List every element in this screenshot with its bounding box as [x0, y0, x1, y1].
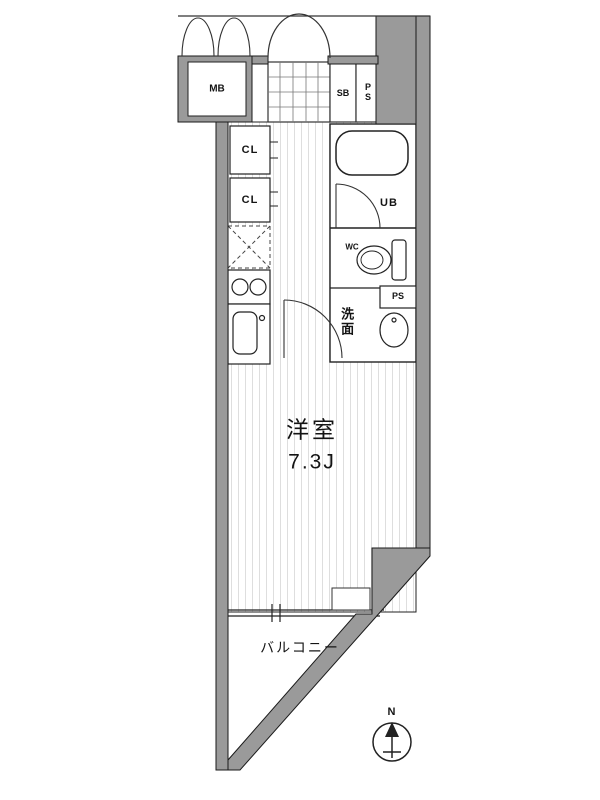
wall-right [415, 15, 431, 549]
closet-lower-label: CL [241, 193, 259, 206]
room-size-label: 7.3J [288, 450, 336, 474]
pipe-space-lower-label: PS [391, 291, 405, 302]
kitchen-sink [227, 303, 271, 365]
refrigerator-space [227, 225, 271, 269]
closet-upper-label: CL [241, 143, 259, 156]
room-door-arc [283, 299, 343, 359]
wall-stub-right-of-entry [327, 55, 379, 65]
entry-tile [267, 61, 331, 123]
toilet [356, 239, 407, 281]
shoebox-label: SB [336, 88, 350, 99]
room-name-label: 洋室 [286, 416, 338, 443]
wall-diagonal-band [227, 547, 431, 771]
unit-bath-label: UB [380, 196, 398, 209]
washbasin [379, 312, 409, 348]
wc-label: WC [345, 242, 359, 252]
entry-door-arc [267, 13, 331, 59]
wall-stub-left-of-entry [251, 55, 269, 65]
pipe-space-top-label: PS [362, 82, 373, 102]
closet-lower [229, 177, 278, 223]
shoebox-box [329, 61, 357, 123]
bath-door-arc [335, 183, 381, 229]
wall-left [215, 119, 229, 771]
meter-box-label: MB [209, 83, 225, 95]
compass-rose [372, 722, 412, 762]
stove [227, 269, 271, 305]
equipment-box [331, 587, 371, 611]
compass-north-label: N [387, 705, 397, 718]
washroom-label: 洗面 [339, 307, 355, 337]
bathtub [335, 130, 409, 176]
closet-upper [229, 125, 278, 175]
balcony-label: バルコニー [260, 639, 340, 656]
meter-box [187, 61, 247, 117]
meter-box-double-doors [181, 17, 251, 57]
